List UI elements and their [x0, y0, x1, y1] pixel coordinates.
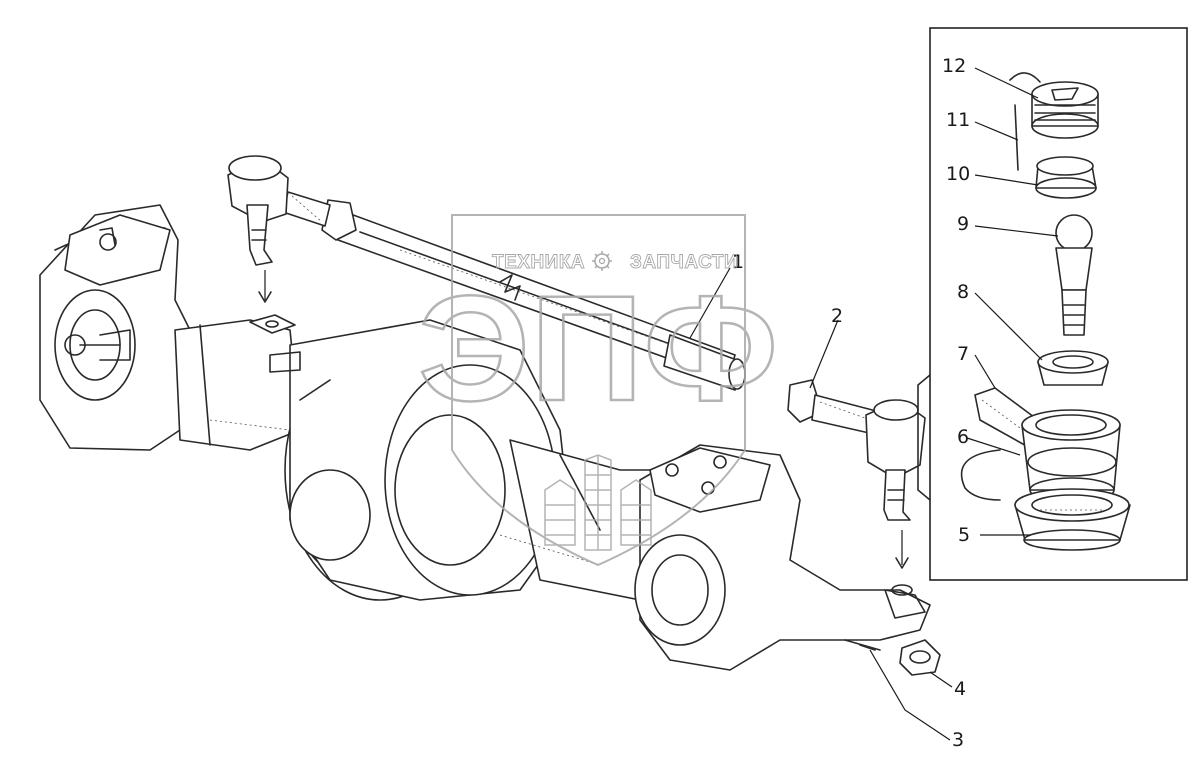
watermark: ТЕХНИКА ЗАПЧАСТИ ЭПФ — [417, 214, 779, 567]
watermark-shield — [451, 214, 746, 567]
callout-1: 1 — [732, 251, 744, 273]
callout-leaders — [689, 67, 1059, 741]
callout-11: 11 — [946, 109, 970, 131]
callout-7: 7 — [957, 343, 969, 365]
callout-3: 3 — [952, 729, 964, 751]
right-ball-joint — [787, 379, 941, 676]
callout-9: 9 — [957, 213, 969, 235]
gear-icon — [592, 251, 612, 271]
callout-5: 5 — [958, 524, 970, 546]
left-ball-joint — [227, 155, 296, 334]
wheat-icon — [544, 454, 652, 551]
callout-6: 6 — [957, 426, 969, 448]
callout-12: 12 — [942, 55, 966, 77]
watermark-text-right: ЗАПЧАСТИ — [630, 252, 738, 273]
watermark-text-left: ТЕХНИКА — [492, 252, 585, 273]
callout-4: 4 — [954, 678, 966, 700]
detail-inset — [917, 27, 1188, 581]
callout-8: 8 — [957, 281, 969, 303]
callout-10: 10 — [946, 163, 970, 185]
callout-2: 2 — [831, 305, 843, 327]
tie-rod — [282, 191, 746, 391]
axle-housing — [39, 204, 931, 671]
watermark-logo: ЭПФ — [418, 264, 778, 432]
callout-labels: 1 2 3 4 5 6 7 8 9 10 11 12 — [732, 55, 970, 751]
